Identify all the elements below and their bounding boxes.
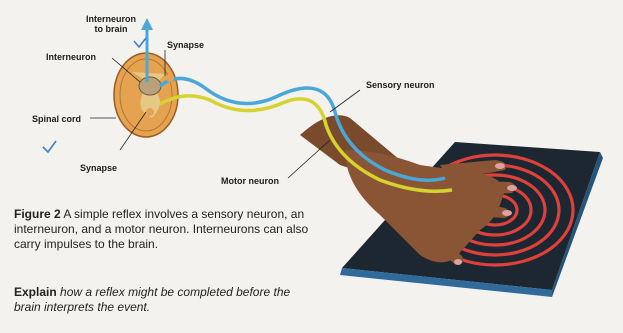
- explain-question: Explain how a reflex might be completed …: [14, 285, 314, 315]
- label-interneuron-to-brain: Interneuron to brain: [84, 14, 138, 34]
- label-synapse-bottom: Synapse: [80, 163, 117, 173]
- figure-label: Figure 2: [14, 207, 61, 221]
- label-interneuron: Interneuron: [46, 52, 96, 62]
- synapse-top-marker: [166, 74, 174, 82]
- figure-caption: Figure 2 A simple reflex involves a sens…: [14, 207, 314, 252]
- explain-keyword: Explain: [14, 285, 57, 299]
- checkmark-icon: [43, 141, 56, 152]
- label-spinal-cord: Spinal cord: [32, 114, 81, 124]
- label-synapse-top: Synapse: [167, 40, 204, 50]
- label-motor-neuron: Motor neuron: [221, 176, 279, 186]
- label-sensory-neuron: Sensory neuron: [366, 80, 435, 90]
- synapse-bottom-marker: [146, 108, 154, 116]
- checkmark-icon: [134, 38, 146, 47]
